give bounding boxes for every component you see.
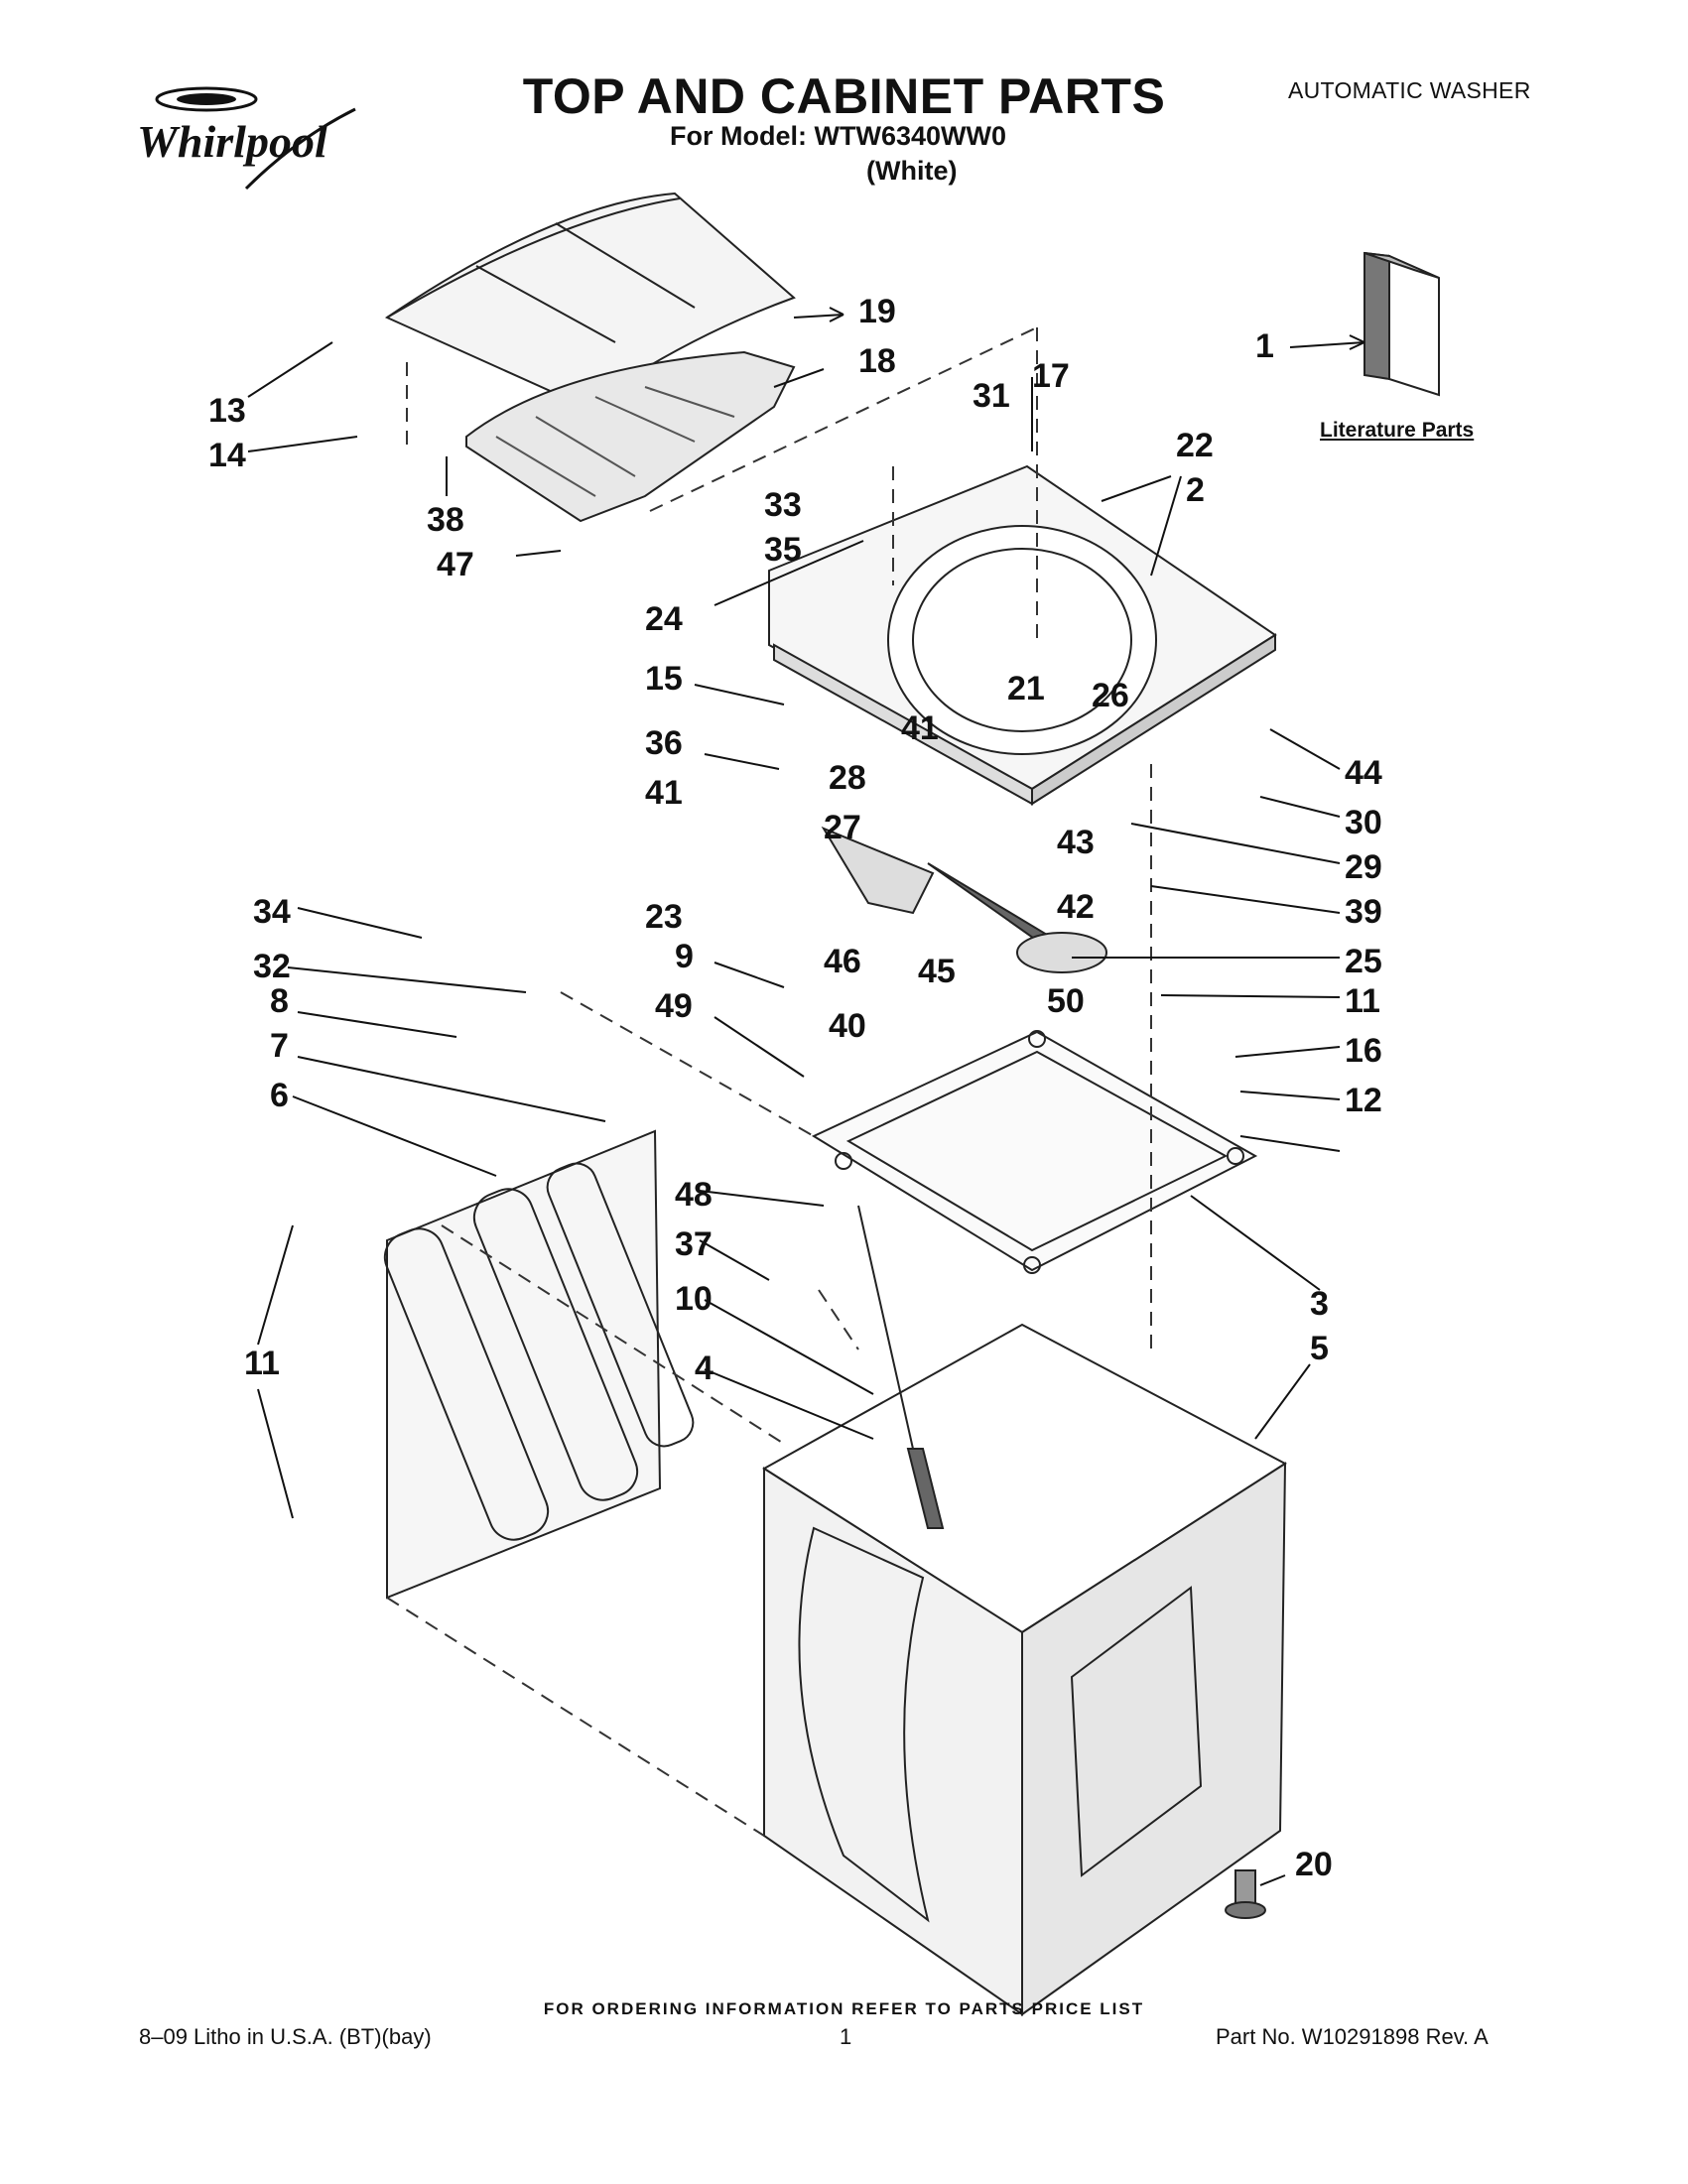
callout-50: 50 <box>1047 982 1085 1020</box>
callout-34: 34 <box>253 893 291 931</box>
callout-41a: 41 <box>645 774 683 812</box>
part-number: Part No. W10291898 Rev. A <box>1216 2024 1489 2049</box>
base-frame <box>811 1030 1258 1274</box>
rear-panel <box>383 1129 695 1600</box>
callout-37: 37 <box>675 1225 713 1263</box>
callout-43: 43 <box>1057 824 1095 861</box>
top-panel <box>768 464 1277 806</box>
callout-25: 25 <box>1345 943 1382 980</box>
model-line: For Model: WTW6340WW0 <box>670 121 1006 151</box>
callout-4: 4 <box>695 1349 714 1387</box>
callout-16: 16 <box>1345 1032 1382 1070</box>
callout-labels: 1 2 3 4 5 6 7 8 9 10 11 11 11 12 13 14 1… <box>208 293 1382 1883</box>
callout-42: 42 <box>1057 888 1095 926</box>
callout-21: 21 <box>1007 670 1045 707</box>
callout-48: 48 <box>675 1176 713 1214</box>
callout-9: 9 <box>675 938 694 975</box>
callout-35: 35 <box>764 531 802 569</box>
callout-11b: 11 <box>244 1345 280 1382</box>
callout-46: 46 <box>824 943 861 980</box>
callout-49: 49 <box>655 987 693 1025</box>
callout-39: 39 <box>1345 893 1382 931</box>
callout-30: 30 <box>1345 804 1382 841</box>
callout-5: 5 <box>1310 1330 1329 1367</box>
callout-28: 28 <box>829 759 866 797</box>
callout-15: 15 <box>645 660 683 698</box>
callout-36: 36 <box>645 724 683 762</box>
brand-wordmark: Whirlpool <box>137 116 327 167</box>
callout-19: 19 <box>858 293 896 330</box>
callout-11a: 11 <box>1345 982 1380 1020</box>
color-line: (White) <box>866 156 958 186</box>
cabinet <box>762 1323 1287 2016</box>
callout-17: 17 <box>1032 357 1070 395</box>
callout-20: 20 <box>1295 1846 1333 1883</box>
product-type: AUTOMATIC WASHER <box>1288 77 1531 103</box>
callout-23: 23 <box>645 898 683 936</box>
callout-32: 32 <box>253 948 291 985</box>
callout-44: 44 <box>1345 754 1382 792</box>
callout-3: 3 <box>1310 1285 1329 1323</box>
callout-8: 8 <box>270 982 289 1020</box>
callout-1: 1 <box>1255 327 1274 365</box>
callout-33: 33 <box>764 486 802 524</box>
callout-38: 38 <box>427 501 464 539</box>
callout-13: 13 <box>208 392 246 430</box>
callout-24: 24 <box>645 600 683 638</box>
callout-31: 31 <box>973 377 1010 415</box>
callout-27: 27 <box>824 809 861 846</box>
litho-note: 8–09 Litho in U.S.A. (BT)(bay) <box>139 2024 432 2049</box>
callout-26: 26 <box>1092 677 1129 714</box>
literature-booklet <box>1363 251 1440 397</box>
callout-47: 47 <box>437 546 474 583</box>
callout-41b: 41 <box>901 709 939 747</box>
whirlpool-logo: Whirlpool <box>127 79 395 213</box>
literature-parts-label: Literature Parts <box>1320 419 1475 442</box>
callout-10: 10 <box>675 1280 713 1318</box>
page-number: 1 <box>840 2024 852 2049</box>
callout-18: 18 <box>858 342 896 380</box>
callout-14: 14 <box>208 437 246 474</box>
callout-29: 29 <box>1345 848 1382 886</box>
callout-2: 2 <box>1186 471 1205 509</box>
callout-40: 40 <box>829 1007 866 1045</box>
callout-45: 45 <box>918 953 956 990</box>
ordering-note: FOR ORDERING INFORMATION REFER TO PARTS … <box>543 1999 1145 2018</box>
callout-22: 22 <box>1176 427 1214 464</box>
callout-7: 7 <box>270 1027 289 1065</box>
page-title: TOP AND CABINET PARTS <box>522 68 1166 124</box>
lid-frame <box>465 350 796 523</box>
callout-12: 12 <box>1345 1082 1382 1119</box>
callout-6: 6 <box>270 1077 289 1114</box>
